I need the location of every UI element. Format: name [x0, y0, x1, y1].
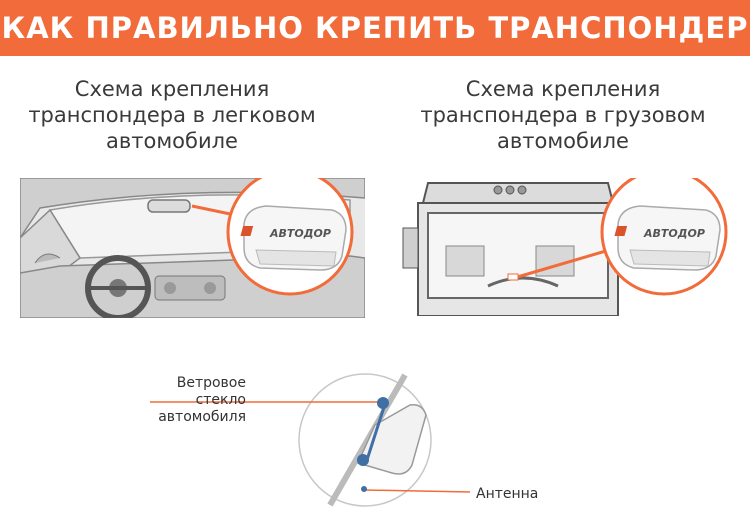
pointer-dot — [361, 486, 367, 492]
pointer-dot — [357, 454, 369, 466]
title-banner: КАК ПРАВИЛЬНО КРЕПИТЬ ТРАНСПОНДЕР — [0, 0, 750, 56]
steering-wheel — [85, 255, 151, 318]
caption-line: Схема крепления — [74, 77, 270, 101]
caption-line: транспондера в грузовом — [420, 103, 706, 127]
truck-windshield — [427, 212, 609, 299]
car-interior-illustration: АВТОДОР — [20, 178, 365, 318]
antenna-label: Антенна — [476, 486, 539, 502]
label-line: автомобиля — [158, 409, 246, 425]
label-line: Ветровое — [176, 375, 246, 391]
antenna — [364, 406, 386, 464]
truck-illustration: АВТОДОР — [402, 178, 728, 316]
caption-passenger-car: Схема крепления транспондера в легковом … — [2, 76, 342, 154]
rear-view-mirror — [147, 199, 191, 213]
windshield-label: Ветровое стекло автомобиля — [128, 375, 246, 426]
caption-line: транспондера в легковом — [28, 103, 316, 127]
caption-line: автомобиле — [106, 129, 238, 153]
transponder-brand: АВТОДОР — [643, 227, 705, 240]
caption-line: автомобиле — [497, 129, 629, 153]
page-title: КАК ПРАВИЛЬНО КРЕПИТЬ ТРАНСПОНДЕР — [1, 11, 749, 45]
mounting-detail-illustration — [150, 373, 471, 507]
label-line: стекло — [195, 392, 246, 408]
transponder-brand: АВТОДОР — [269, 227, 331, 240]
caption-line: Схема крепления — [465, 77, 661, 101]
pointer-dot — [377, 397, 389, 409]
caption-truck: Схема крепления транспондера в грузовом … — [393, 76, 733, 154]
transponder-side — [356, 403, 427, 475]
